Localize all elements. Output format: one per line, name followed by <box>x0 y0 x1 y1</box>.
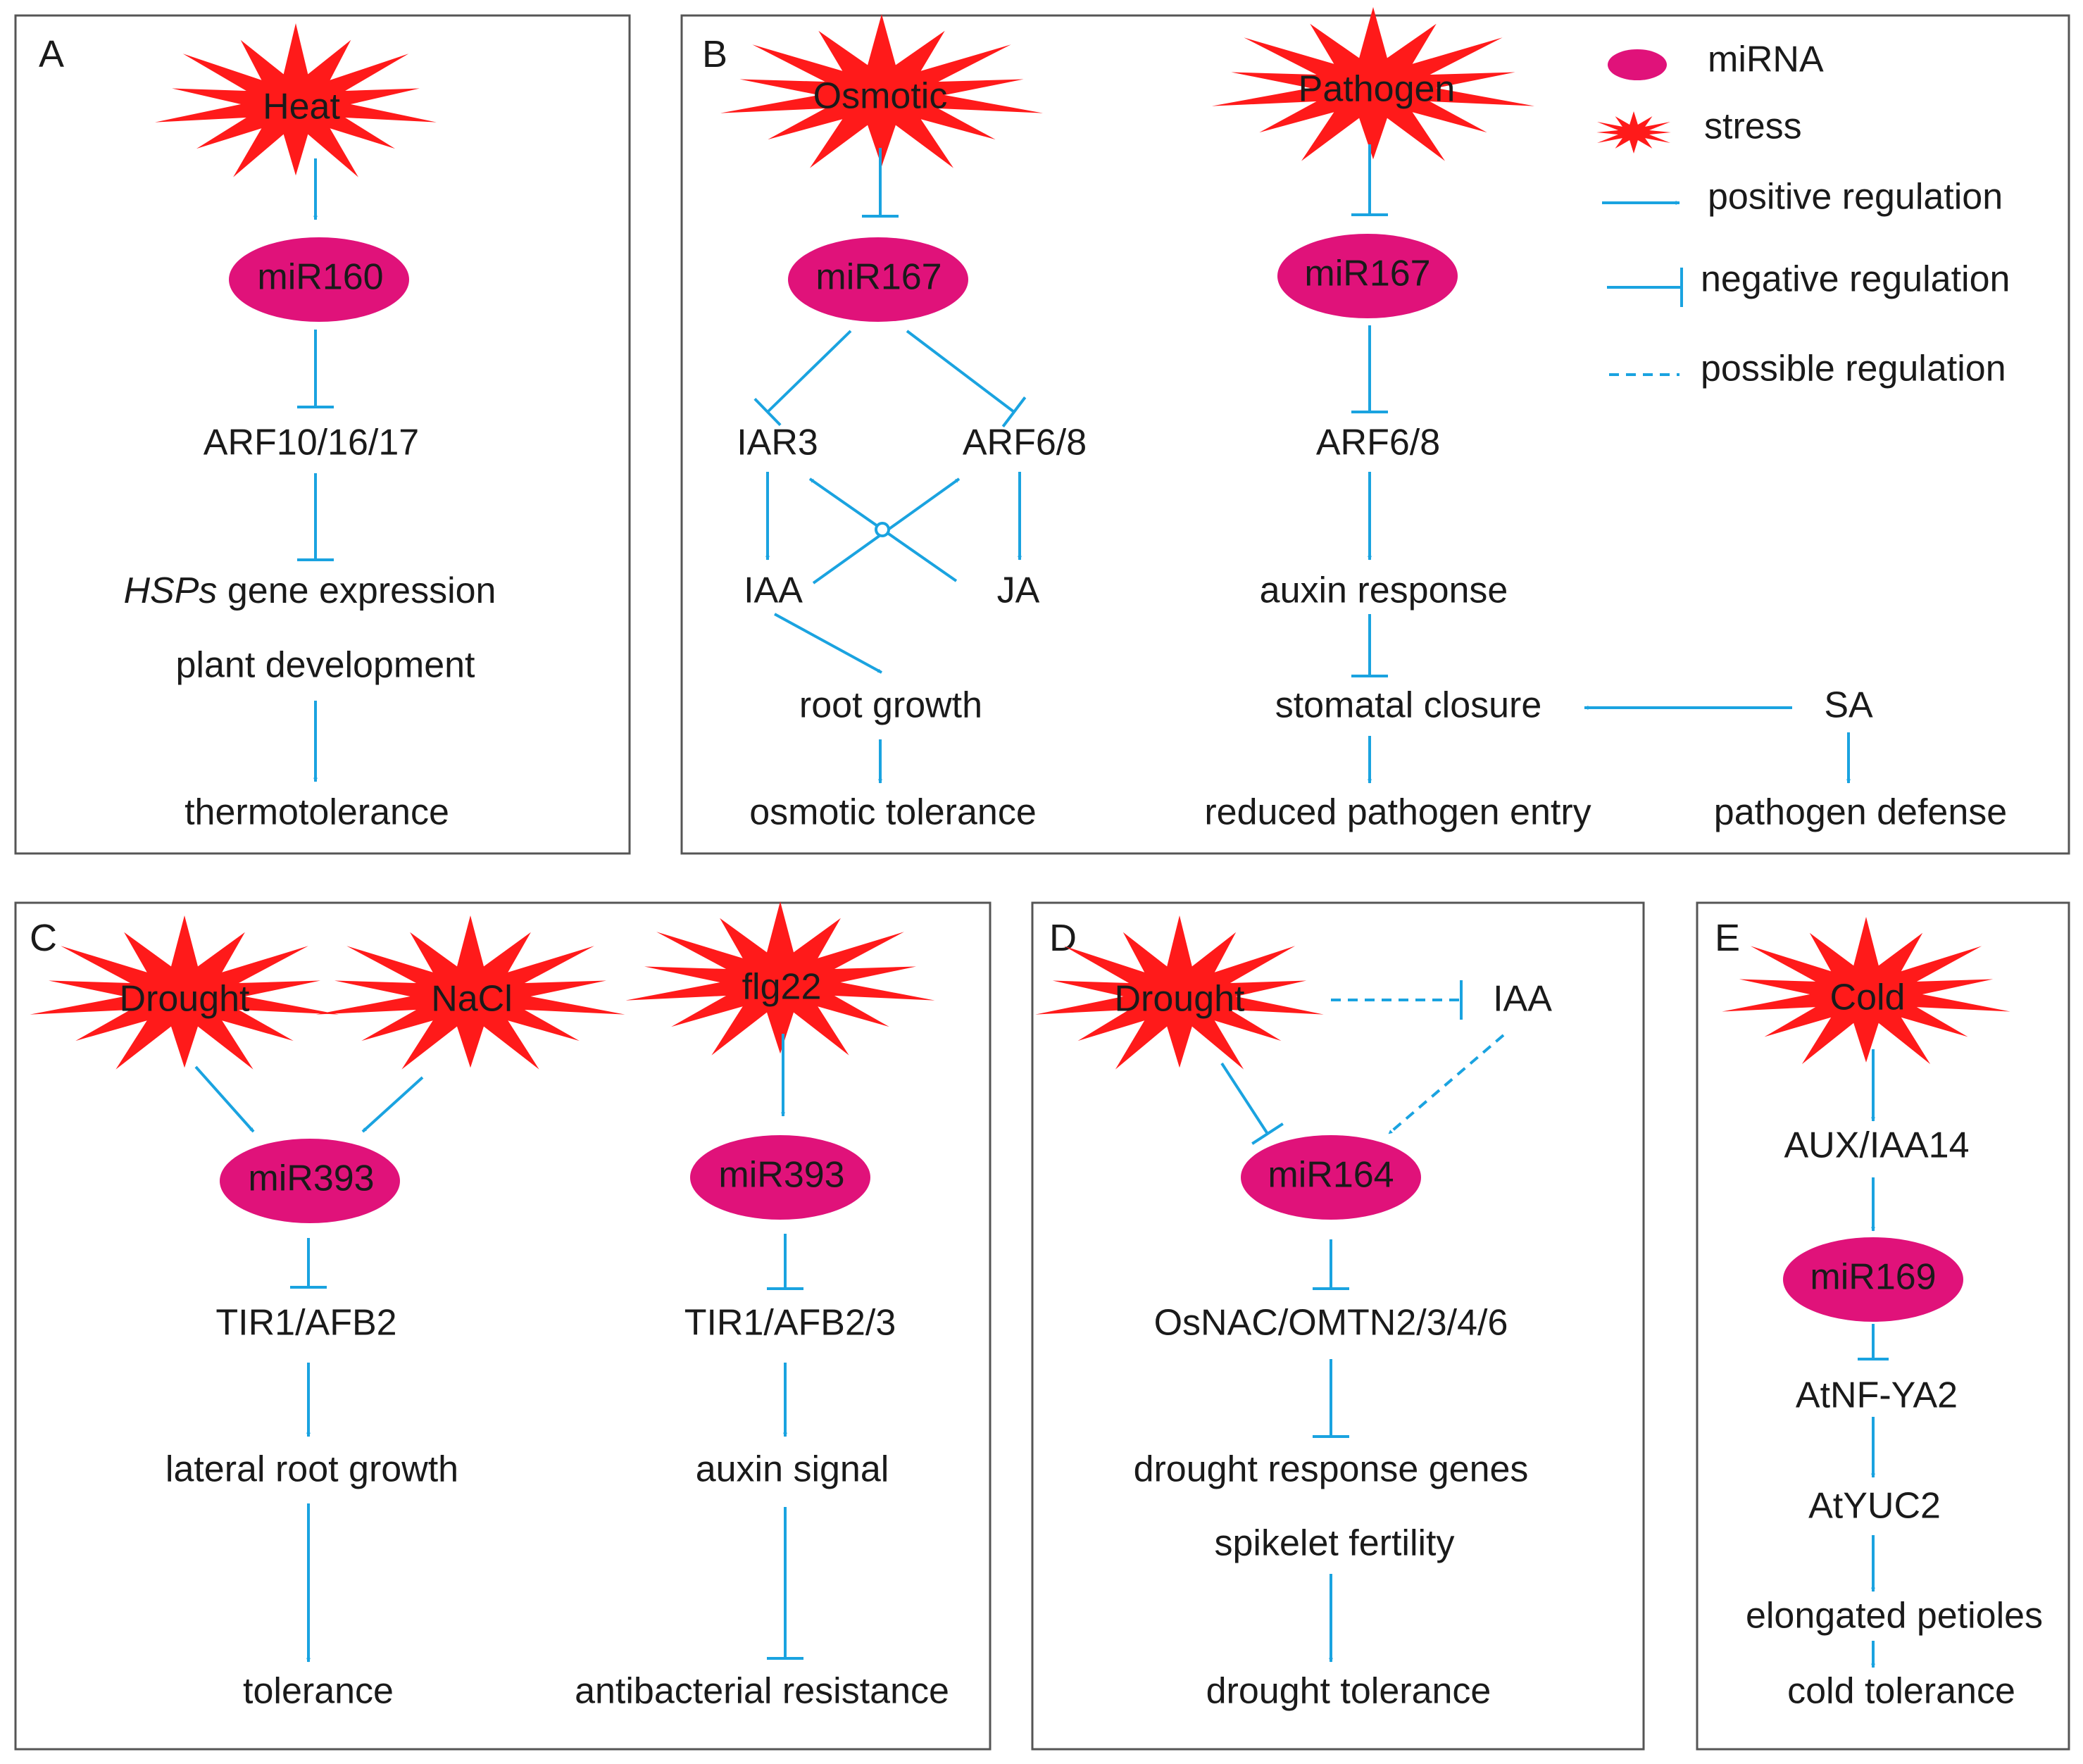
iar3: IAR3 <box>737 423 818 463</box>
aux-iaa14: AUX/IAA14 <box>1784 1125 1969 1166</box>
spikelet-fertility: spikelet fertility <box>1215 1523 1455 1564</box>
nacl-star-icon <box>315 915 625 1070</box>
panel-a-frame <box>14 14 631 855</box>
auxin-signal: auxin signal <box>696 1449 889 1490</box>
mirna-mir167-right-label: miR167 <box>1304 254 1430 294</box>
panel-d-frame <box>1031 901 1645 1751</box>
osmotic-tolerance: osmotic tolerance <box>749 792 1037 833</box>
stress-stars <box>30 7 2010 1070</box>
stress-cold-label: Cold <box>1830 977 1906 1018</box>
edge-nacl-mir393 <box>361 1076 424 1133</box>
mirna-mir160-label: miR160 <box>257 257 383 298</box>
thermotolerance: thermotolerance <box>184 792 449 833</box>
tolerance-c: tolerance <box>243 1671 394 1712</box>
mir169-ellipse <box>1783 1237 1963 1322</box>
legend-mirna: miRNA <box>1708 39 1824 80</box>
mirna-mir164-label: miR164 <box>1268 1155 1394 1196</box>
atnf-ya2: AtNF-YA2 <box>1796 1375 1958 1416</box>
cold-tolerance: cold tolerance <box>1787 1671 2015 1712</box>
root-growth: root growth <box>799 685 982 726</box>
mir164-ellipse <box>1241 1135 1421 1220</box>
osmotic-star-icon <box>720 14 1044 168</box>
edge-mir167-arf-bar <box>1001 396 1027 427</box>
stress-heat-label: Heat <box>263 87 340 127</box>
antibacterial-resistance: antibacterial resistance <box>575 1671 949 1712</box>
panel-c-frame <box>14 901 992 1751</box>
edge-mir167-iar3-bar <box>753 397 782 427</box>
stress-drought-d-label: Drought <box>1115 979 1246 1020</box>
panel-a-label: A <box>39 33 64 75</box>
mirna-mir393-left-label: miR393 <box>248 1158 374 1199</box>
atyuc2: AtYUC2 <box>1808 1486 1941 1527</box>
legend-stress: stress <box>1704 106 1802 147</box>
drought-response-genes: drought response genes <box>1134 1449 1529 1490</box>
mirna-mir169-label: miR169 <box>1810 1257 1936 1298</box>
heat-star-icon <box>155 23 437 177</box>
edge-mir167-iar3 <box>766 330 852 413</box>
auxin-response: auxin response <box>1260 570 1508 611</box>
osnac-omtn: OsNAC/OMTN2/3/4/6 <box>1154 1303 1508 1344</box>
mir393-left-ellipse <box>220 1139 400 1223</box>
iaa-b: IAA <box>744 570 803 611</box>
ja: JA <box>997 570 1040 611</box>
mirna-mir393-right-label: miR393 <box>718 1155 844 1196</box>
arf6-8-left: ARF6/8 <box>963 423 1087 463</box>
target-arf10-16-17: ARF10/16/17 <box>204 423 419 463</box>
elongated-petioles: elongated petioles <box>1746 1596 2043 1637</box>
sa: SA <box>1824 685 1873 726</box>
legend-possible: possible regulation <box>1701 349 2006 389</box>
stress-drought-c-label: Drought <box>120 979 251 1020</box>
crossing-node <box>875 522 890 537</box>
edge-mir167-arf <box>906 330 1015 413</box>
stress-nacl-label: NaCl <box>431 979 513 1020</box>
iaa-d: IAA <box>1493 979 1552 1020</box>
panel-c-label: C <box>30 917 57 959</box>
legend-mirna-ellipse <box>1608 49 1667 80</box>
drought-c-star-icon <box>30 915 339 1070</box>
stress-flg22-label: flg22 <box>742 967 822 1008</box>
regulation-edges <box>194 144 1889 1668</box>
mir393-right-ellipse <box>690 1135 870 1220</box>
legend-positive: positive regulation <box>1708 177 2003 218</box>
stress-pathogen-label: Pathogen <box>1299 69 1456 110</box>
stomatal-closure: stomatal closure <box>1275 685 1542 726</box>
pathogen-star-icon <box>1211 7 1535 161</box>
mir167-left-ellipse <box>788 237 968 322</box>
plant-development: plant development <box>176 645 476 686</box>
hsps-gene-expression: HSPs gene expression <box>124 570 496 611</box>
edge-drought-mir393 <box>194 1065 255 1133</box>
panel-b-label: B <box>702 33 727 75</box>
stress-osmotic-label: Osmotic <box>813 76 948 117</box>
reduced-pathogen-entry: reduced pathogen entry <box>1204 792 1591 833</box>
drought-d-star-icon <box>1035 915 1324 1070</box>
hsps-italic: HSPs <box>124 570 218 611</box>
panel-e-label: E <box>1715 917 1740 959</box>
mir160-ellipse <box>229 237 409 322</box>
tir1-afb2-3: TIR1/AFB2/3 <box>684 1303 896 1344</box>
flg22-star-icon <box>625 901 935 1056</box>
edge-drought-mir164 <box>1220 1062 1269 1135</box>
edge-iaa-mir164 <box>1387 1034 1505 1135</box>
drought-tolerance: drought tolerance <box>1206 1671 1491 1712</box>
mir167-right-ellipse <box>1277 234 1458 318</box>
pathogen-defense: pathogen defense <box>1714 792 2007 833</box>
lateral-root-growth: lateral root growth <box>165 1449 458 1490</box>
legend-stress-star-icon <box>1596 111 1671 154</box>
edge-drought-mir164-bar <box>1251 1122 1284 1145</box>
panel-d-label: D <box>1049 917 1077 959</box>
mirna-mir167-left-label: miR167 <box>815 257 942 298</box>
arf6-8-right: ARF6/8 <box>1316 423 1440 463</box>
panel-e-frame <box>1696 901 2070 1751</box>
gene-expression-text: gene expression <box>227 570 496 611</box>
tir1-afb2: TIR1/AFB2 <box>215 1303 396 1344</box>
mirna-ellipses <box>220 49 1963 1322</box>
cold-star-icon <box>1722 917 2010 1065</box>
edge-iaa-root <box>774 613 882 674</box>
legend-negative: negative regulation <box>1701 259 2010 300</box>
